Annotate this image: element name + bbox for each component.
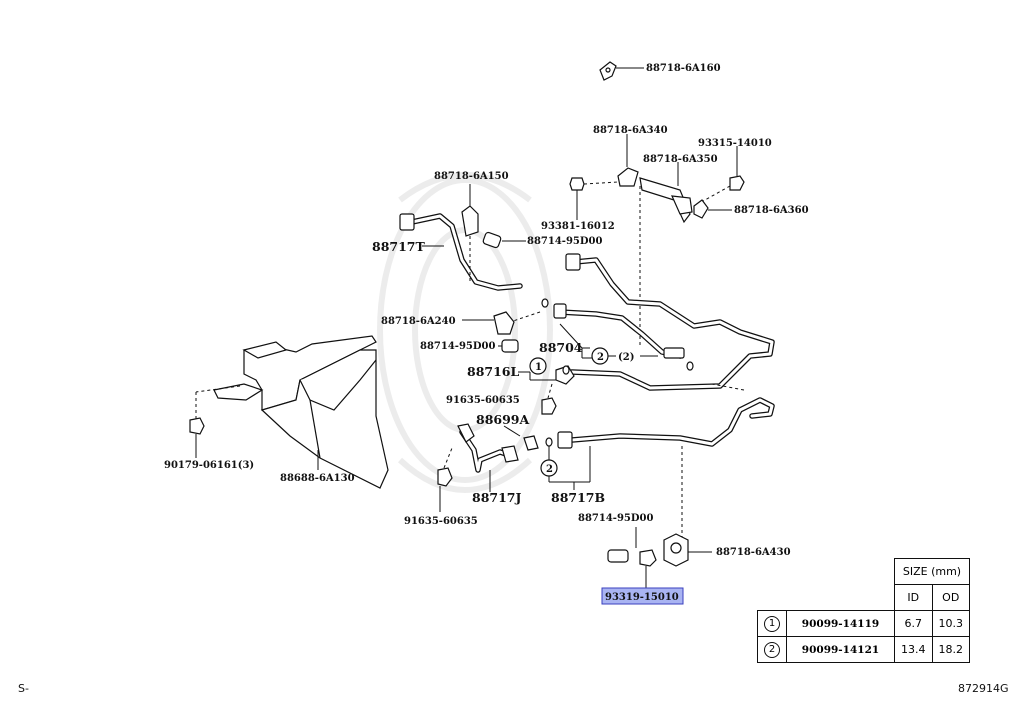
label-88714-95d00-mid: 88714-95D00 [420, 341, 495, 352]
size-table-col-id: ID [894, 584, 933, 611]
label-93315-14010: 93315-14010 [698, 138, 772, 149]
row-od: 10.3 [931, 610, 970, 637]
callout-88704-leaders [559, 323, 658, 365]
label-91635-60635-b: 91635-60635 [404, 516, 478, 527]
size-table-row: 1 90099-14119 6.7 10.3 [757, 610, 970, 637]
row-part-number[interactable]: 90099-14119 [786, 610, 895, 637]
clamp-6a240 [462, 311, 519, 353]
footer-right: 872914G [958, 682, 1009, 695]
label-88714-95d00-top: 88714-95D00 [527, 236, 602, 247]
size-table-header: SIZE (mm) [894, 558, 970, 585]
row-ref-circle: 1 [764, 615, 780, 632]
label-88699a: 88699A [476, 412, 529, 427]
label-93381-16012: 93381-16012 [541, 221, 615, 232]
label-88688-6a130: 88688-6A130 [280, 473, 355, 484]
label-88718-6a150: 88718-6A150 [434, 171, 509, 182]
callout-number-1: 1 [535, 362, 542, 373]
label-88718-6a360: 88718-6A360 [734, 205, 809, 216]
row-id: 6.7 [894, 610, 933, 637]
main-pipes [509, 253, 775, 540]
callout-88717b-leaders [540, 446, 591, 490]
bracket-6a160 [599, 61, 644, 81]
label-88717b: 88717B [551, 490, 605, 505]
label-90179-06161: 90179-06161(3) [164, 460, 254, 471]
footer-left: S- [18, 682, 29, 695]
size-table-col-od: OD [931, 584, 970, 611]
label-93319-15010[interactable]: 93319-15010 [605, 592, 679, 603]
leader-lines [626, 134, 738, 166]
top-bracket-cluster [569, 138, 745, 345]
label-88718-6a350: 88718-6A350 [643, 154, 718, 165]
label-88717t: 88717T [372, 239, 425, 254]
row-part-number[interactable]: 90099-14121 [786, 636, 895, 663]
part-labels: 88718-6A160 88718-6A340 93315-14010 8871… [164, 63, 809, 605]
label-88714-95d00-bot: 88714-95D00 [578, 513, 653, 524]
label-88704: 88704 [539, 340, 583, 355]
pipe-88717j [437, 423, 539, 512]
bracket-6a130 [189, 335, 389, 489]
highlight-93319-15010 [601, 587, 684, 605]
label-91635-60635-a: 91635-60635 [446, 395, 520, 406]
clamp-88716l [518, 357, 575, 415]
size-table-row: 2 90099-14121 13.4 18.2 [757, 636, 970, 663]
bracket-6a430 [607, 527, 712, 588]
label-88717j: 88717J [472, 490, 521, 505]
callout-paren-2: (2) [618, 352, 634, 363]
row-ref-circle: 2 [764, 641, 780, 658]
label-88718-6a160: 88718-6A160 [646, 63, 721, 74]
row-od: 18.2 [931, 636, 970, 663]
label-88718-6a340: 88718-6A340 [593, 125, 668, 136]
row-id: 13.4 [894, 636, 933, 663]
callout-number-2b: 2 [546, 464, 553, 475]
label-88716l: 88716L [467, 364, 519, 379]
pipe-88717t [399, 184, 526, 291]
label-88718-6a240: 88718-6A240 [381, 316, 456, 327]
size-table: SIZE (mm) ID OD 1 90099-14119 6.7 10.3 2… [757, 558, 970, 663]
callout-number-2a: 2 [597, 352, 604, 363]
label-88718-6a430: 88718-6A430 [716, 547, 791, 558]
